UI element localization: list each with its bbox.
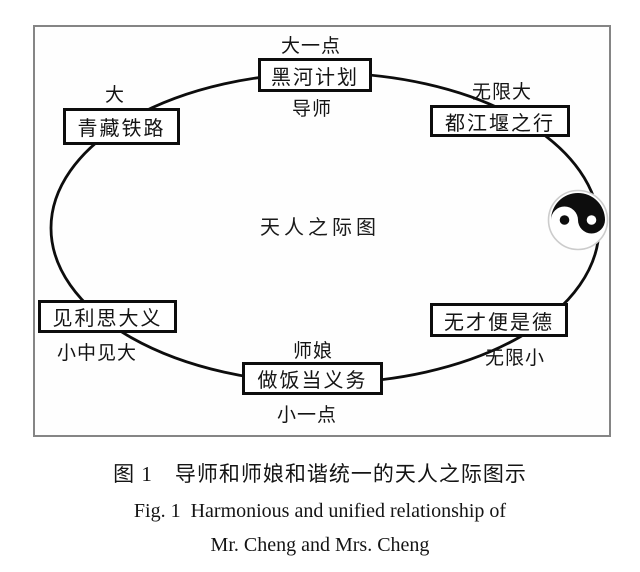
- label-dayidian: 大一点: [280, 36, 342, 57]
- node-box-wucai-shide: 无才便是德: [430, 303, 568, 337]
- label-wuxianxiao: 无限小: [484, 348, 546, 369]
- figure-caption-english-line2: Mr. Cheng and Mrs. Cheng: [210, 534, 430, 556]
- node-box-zuofan-yiwu: 做饭当义务: [242, 362, 383, 395]
- figure-caption-english-line1: Fig. 1 Harmonious and unified relationsh…: [133, 500, 507, 522]
- yinyang-icon: [547, 189, 609, 251]
- label-xiaoyidian: 小一点: [276, 405, 338, 426]
- figure-caption-chinese: 图 1 导师和师娘和谐统一的天人之际图示: [113, 462, 527, 486]
- label-wuxianda: 无限大: [471, 82, 533, 103]
- label-shiniang: 师娘: [292, 341, 334, 362]
- label-xiaozhongjianda: 小中见大: [56, 343, 138, 364]
- diagram-center-title: 天人之际图: [260, 217, 380, 239]
- node-box-jianli-sidayi: 见利思大义: [38, 300, 177, 333]
- node-box-qingzang-railway: 青藏铁路: [63, 108, 180, 145]
- label-daoshi: 导师: [291, 99, 333, 120]
- label-da: 大: [104, 85, 126, 106]
- node-box-heihe-plan: 黑河计划: [258, 58, 372, 92]
- node-box-dujiangyan-trip: 都江堰之行: [430, 105, 570, 137]
